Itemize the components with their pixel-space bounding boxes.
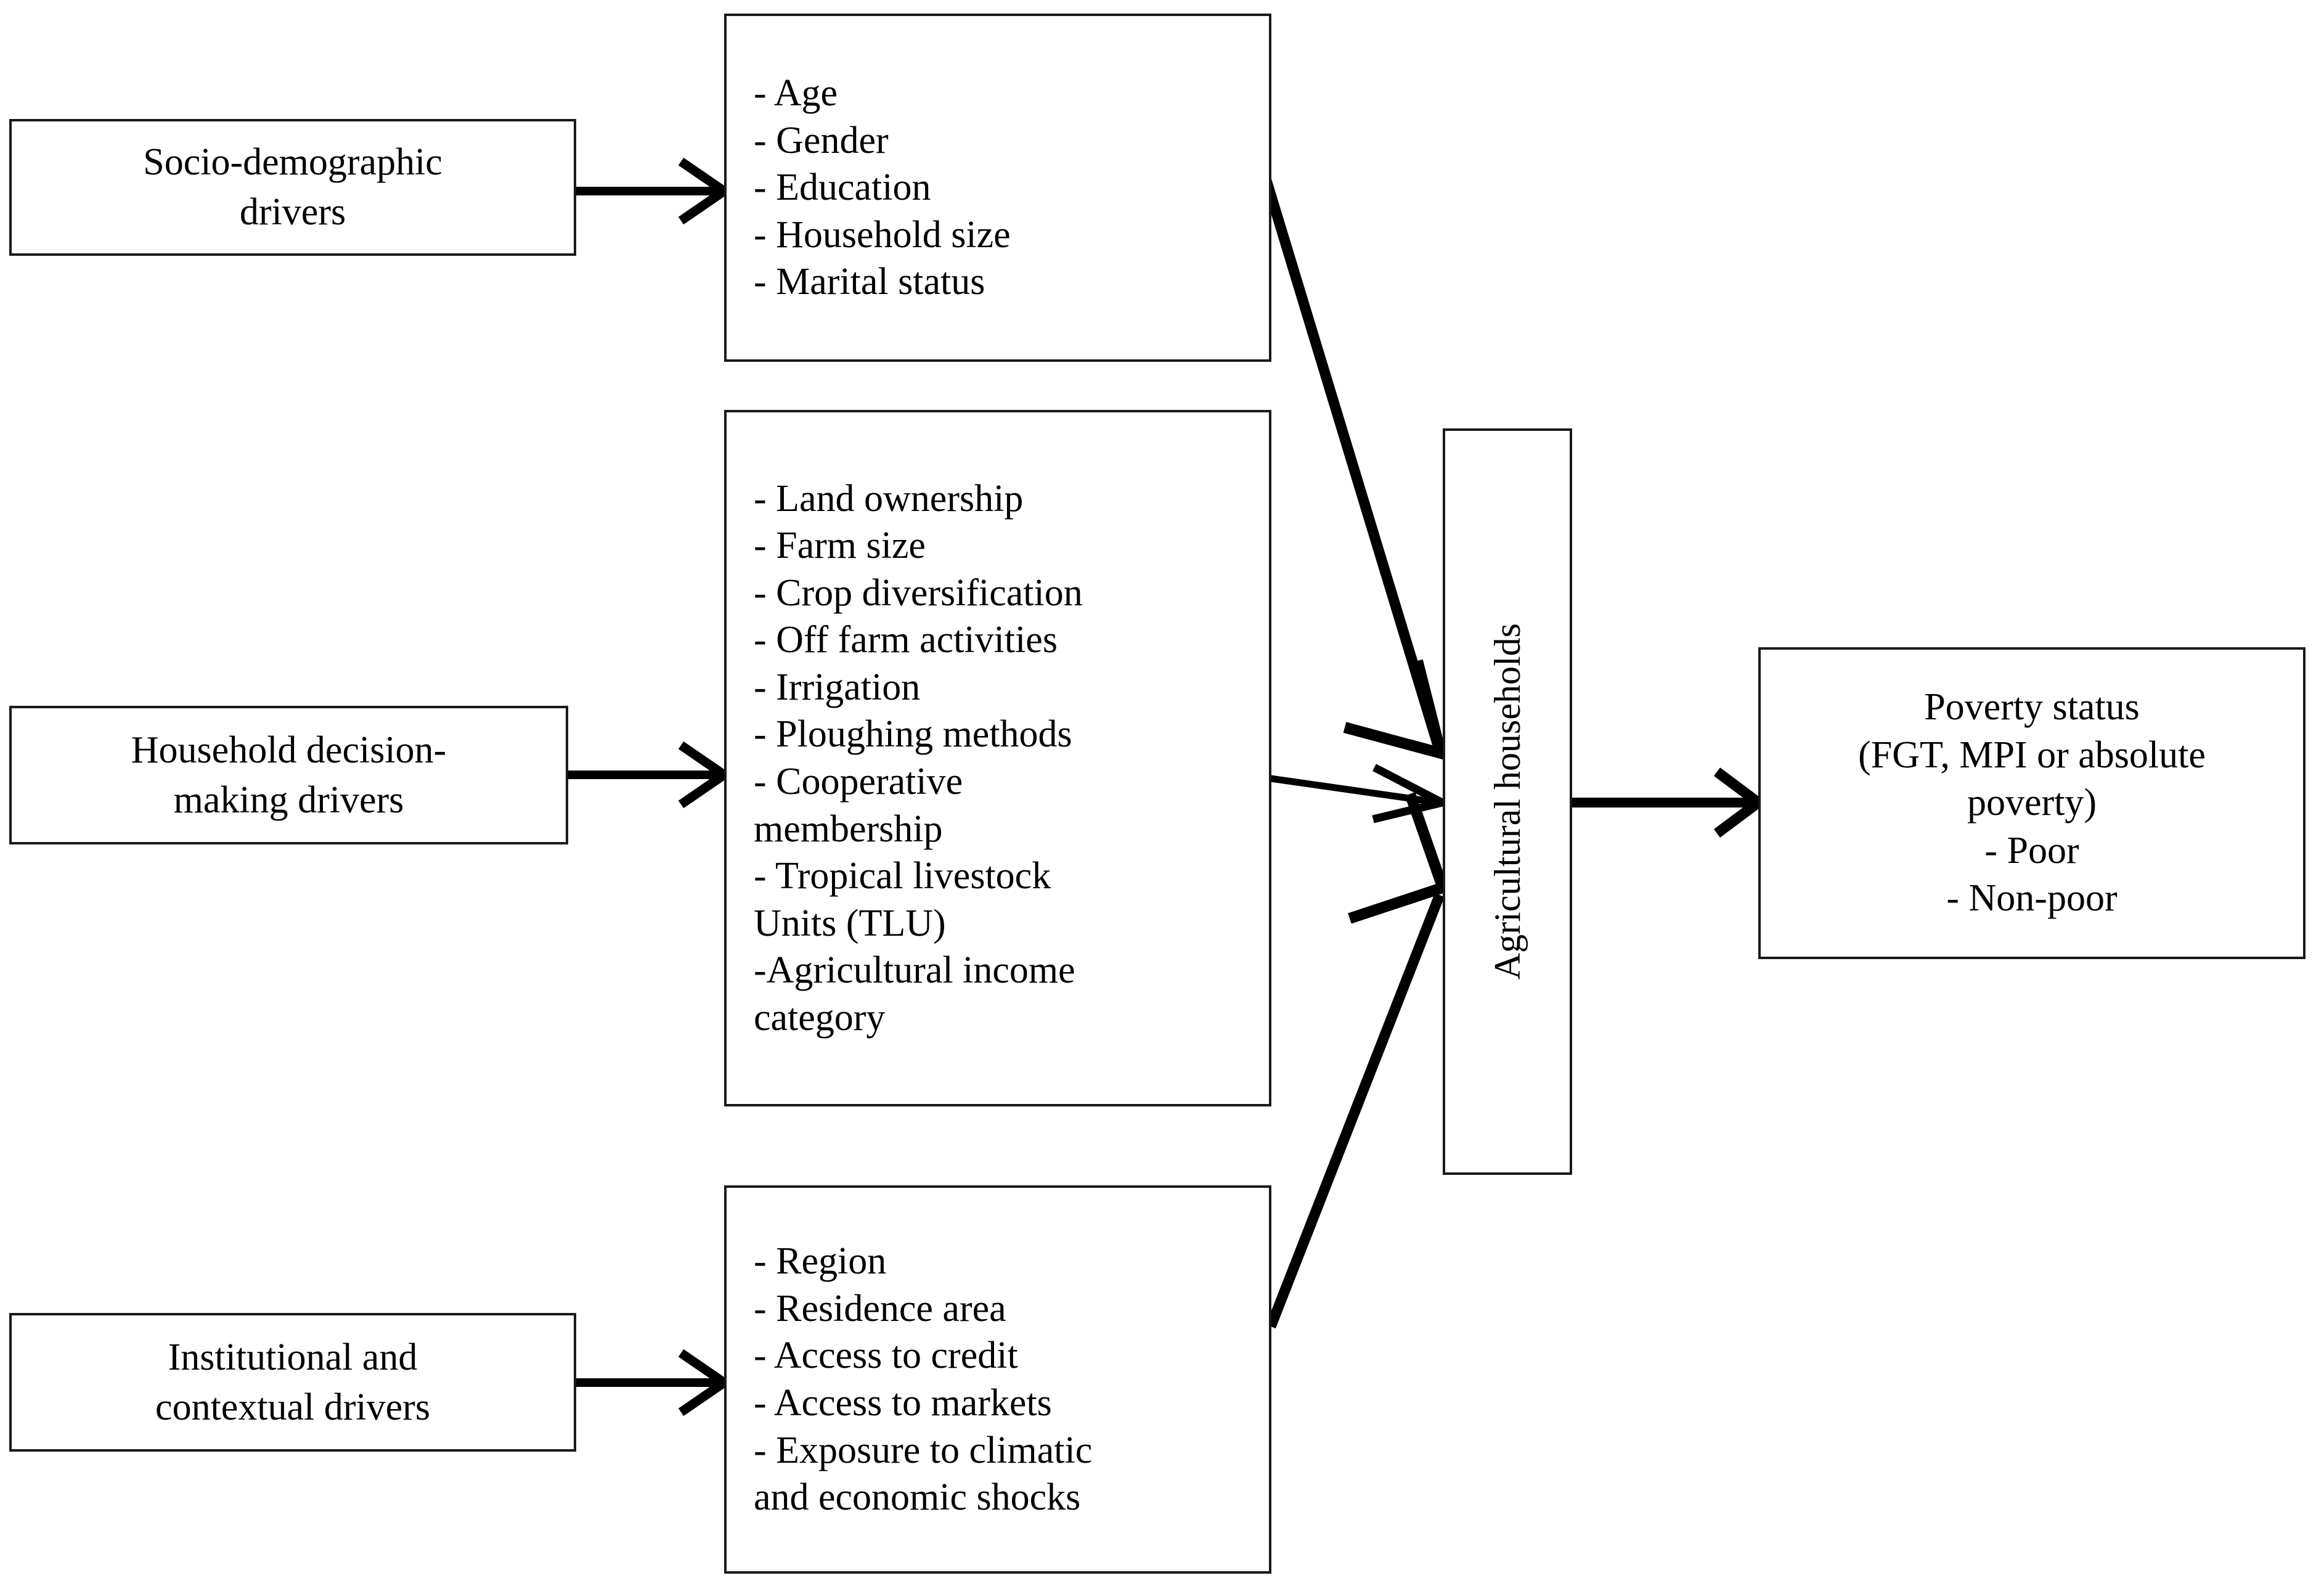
list-item: - Residence area xyxy=(754,1287,1006,1330)
institutional-drivers-label: Institutional and contextual drivers xyxy=(155,1336,430,1428)
list-item: - Cooperative membership xyxy=(754,761,963,850)
list-item: - Tropical livestock Units (TLU) xyxy=(754,855,1051,944)
household-decision-drivers-label: Household decision- making drivers xyxy=(131,729,447,821)
edge-household-factors-to-households xyxy=(1270,764,1454,824)
poverty-status-line: Poverty status xyxy=(1924,686,2140,729)
socio-demographic-drivers-label: Socio-demographic drivers xyxy=(143,141,442,233)
poverty-status-line: - Poor xyxy=(1984,829,2079,872)
list-item: - Land ownership xyxy=(754,477,1024,520)
list-item: - Household size xyxy=(754,213,1011,256)
node-socio-demographic-factors[interactable]: - Age - Gender - Education - Household s… xyxy=(724,14,1271,362)
list-item: - Ploughing methods xyxy=(754,713,1072,756)
list-item: - Farm size xyxy=(754,525,926,567)
list-item: - Off farm activities xyxy=(754,619,1058,661)
node-household-decision-drivers[interactable]: Household decision- making drivers xyxy=(9,706,568,844)
list-item: - Crop diversification xyxy=(754,571,1083,614)
poverty-status-line: (FGT, MPI or absolute xyxy=(1858,734,2206,776)
edge-socio-drivers-to-factors xyxy=(576,157,733,225)
list-item: - Marital status xyxy=(754,261,985,303)
node-agricultural-households[interactable]: Agricultural households xyxy=(1443,428,1572,1175)
edge-socio-factors-to-households xyxy=(1259,173,1449,761)
list-item: -Agricultural income category xyxy=(754,949,1075,1039)
list-item: - Education xyxy=(754,166,931,209)
node-socio-demographic-drivers[interactable]: Socio-demographic drivers xyxy=(9,119,576,256)
list-item: - Access to credit xyxy=(754,1335,1018,1377)
list-item: - Exposure to climatic and economic shoc… xyxy=(754,1429,1093,1519)
list-item: - Access to markets xyxy=(754,1382,1052,1424)
node-institutional-drivers[interactable]: Institutional and contextual drivers xyxy=(9,1313,576,1452)
poverty-status-line: - Non-poor xyxy=(1946,877,2118,920)
edge-institutional-drivers-to-factors xyxy=(576,1349,733,1417)
edge-household-drivers-to-factors xyxy=(568,741,733,809)
node-poverty-status[interactable]: Poverty status (FGT, MPI or absolute pov… xyxy=(1758,647,2306,959)
edge-households-to-poverty xyxy=(1572,767,1767,838)
list-item: - Gender xyxy=(754,119,889,161)
poverty-status-line: poverty) xyxy=(1967,782,2097,824)
list-item: - Irrigation xyxy=(754,666,921,708)
node-household-decision-factors[interactable]: - Land ownership - Farm size - Crop dive… xyxy=(724,410,1271,1106)
node-institutional-factors[interactable]: - Region - Residence area - Access to cr… xyxy=(724,1185,1271,1574)
edge-institutional-factors-to-households xyxy=(1266,792,1450,1329)
list-item: - Region xyxy=(754,1240,887,1283)
list-item: - Age xyxy=(754,72,838,115)
agricultural-households-label: Agricultural households xyxy=(1486,623,1528,980)
